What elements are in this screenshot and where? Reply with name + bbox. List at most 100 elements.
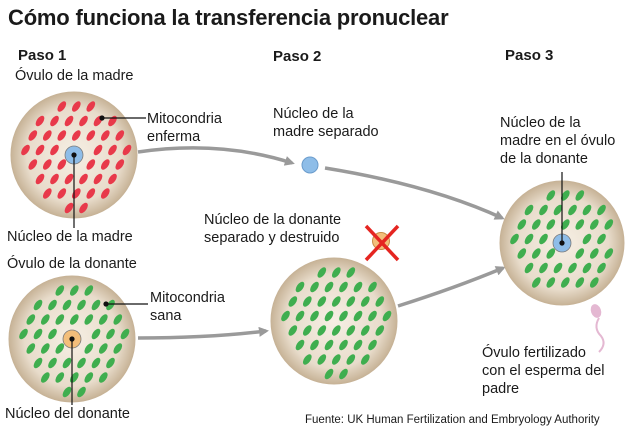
mother-egg-mitochondrion [86,188,96,199]
donor-egg-mitochondrion [84,285,94,296]
donor-egg-label: Óvulo de la donante [7,256,137,272]
destroyed-donor-nucleus [364,224,400,262]
enucleated-egg-mitochondrion [310,339,319,351]
enucleated-egg-mitochondrion [324,339,334,351]
donor-egg-mitochondrion [98,343,108,354]
enucleated-egg-mitochondrion [302,325,312,336]
healthy-mito-label-line1: Mitocondria [150,290,225,306]
reconstructed-egg-mitochondrion [510,233,519,245]
reconstructed-egg-mitochondrion [597,233,606,245]
donor-egg-mitochondrion [106,299,115,311]
mother-egg-mitochondrion [64,202,74,214]
mother-egg-mitochondrion [50,173,59,185]
reconstructed-egg-mitochondrion [546,219,556,230]
mother-egg-mitochondrion [50,115,59,127]
enucleated-egg-mitochondrion [360,354,370,365]
transferred-nucleus-label-line3: de la donante [500,151,588,167]
enucleated-egg-mitochondrion [339,310,348,322]
enucleated-egg-mitochondrion [346,354,356,365]
mother-egg-mitochondrion [57,188,67,199]
mother-egg-mitochondrion [79,173,88,185]
donor-egg-mitochondrion [98,314,108,325]
reconstructed-egg-mitochondrion [604,248,614,259]
mother-egg-mitochondrion [122,144,132,156]
enucleated-egg-mitochondrion [368,339,377,351]
reconstructed-egg-mitochondrion [568,204,577,216]
reconstructed-egg-mitochondrion [560,277,570,288]
diseased-mito-label-line1: Mitocondria [147,111,222,127]
diseased-mito-label-line2: enferma [147,129,201,145]
enucleated-egg-mitochondrion [331,354,341,365]
reconstructed-egg-mitochondrion [589,219,599,230]
step-2-heading: Paso 2 [273,48,322,65]
donor-egg-mitochondrion [113,314,123,325]
enucleated-egg-mitochondrion [360,296,370,307]
reconstructed-egg-mitochondrion [531,219,541,230]
enucleated-egg-mitochondrion [317,296,327,307]
mother-egg-mitochondrion [42,130,52,141]
enucleated-egg-mitochondrion [288,296,298,307]
transferred-nucleus-label-line1: Núcleo de la [500,115,581,131]
enucleated-egg-mitochondrion [353,281,363,293]
donor-egg-mitochondrion [55,343,65,354]
enucleated-egg-mitochondrion [368,281,377,293]
donor-egg-mitochondrion [77,386,86,398]
mother-egg-mitochondrion [64,173,74,185]
reconstructed-egg-mitochondrion [539,233,548,245]
donor-egg-mitochondrion [84,343,94,354]
enucleated-egg-mitochondrion [310,281,319,293]
reconstructed-egg-mitochondrion [517,219,527,230]
reconstructed-egg-mitochondrion [524,204,534,216]
reconstructed-egg-mitochondrion [575,190,585,201]
enucleated-egg-mitochondrion [288,325,298,336]
enucleated-egg-mitochondrion [295,310,305,322]
reconstructed-egg-mitochondrion [575,219,585,230]
enucleated-egg-mitochondrion [339,339,348,351]
reconstructed-egg-mitochondrion [604,219,614,230]
donor-egg-mitochondrion [55,372,65,383]
mother-egg-mitochondrion [57,159,67,170]
reconstructed-egg-mitochondrion [531,248,541,259]
mother-egg-mitochondrion [57,101,67,112]
mother-egg-mitochondrion [71,101,81,112]
reconstructed-egg-mitochondrion [524,262,534,274]
reconstructed-egg-mitochondrion [553,204,563,216]
healthy-mito-label-line2: sana [150,308,182,324]
donor-egg-mitochondrion [106,357,115,369]
donor-egg-mitochondrion [98,372,108,383]
step-3-heading: Paso 3 [505,47,554,64]
enucleated-egg-mitochondrion [317,267,327,278]
enucleated-egg-mitochondrion [324,310,334,322]
source-credit: Fuente: UK Human Fertilization and Embry… [305,414,600,426]
reconstructed-egg-mitochondrion [582,262,592,274]
reconstructed-egg-mitochondrion [553,262,563,274]
donor-egg-mitochondrion [48,357,57,369]
reconstructed-egg-mitochondrion [546,277,556,288]
reconstructed-egg-mitochondrion [589,248,599,259]
donor-nucleus-label: Núcleo del donante [5,406,130,422]
donor-egg-mitochondrion [55,285,65,296]
mother-egg-mitochondrion [93,173,103,185]
donor-egg-mitochondrion [62,299,72,311]
mother-egg-mitochondrion [71,130,81,141]
enucleated-egg-mitochondrion [375,296,385,307]
mother-egg-mitochondrion [42,159,52,170]
donor-egg-mitochondrion [19,328,28,340]
reconstructed-egg-mitochondrion [560,219,570,230]
donor-egg-mitochondrion [33,299,43,311]
separated-mother-nucleus [301,156,319,174]
arrow-empty-egg-to-result [397,266,506,308]
enucleated-egg-mitochondrion [302,296,312,307]
donor-egg-mitochondrion [40,343,50,354]
mother-egg-mitochondrion [100,130,110,141]
donor-egg-mitochondrion [106,328,115,340]
donor-egg-mitochondrion [48,328,57,340]
reconstructed-egg-mitochondrion [597,262,606,274]
mother-egg-mitochondrion [57,130,67,141]
mother-egg-mitochondrion [100,188,110,199]
reconstructed-egg-mitochondrion [531,277,541,288]
donor-egg-mitochondrion [62,386,72,398]
donor-egg-mitochondrion [91,328,101,340]
reconstructed-egg-mitochondrion [568,262,577,274]
